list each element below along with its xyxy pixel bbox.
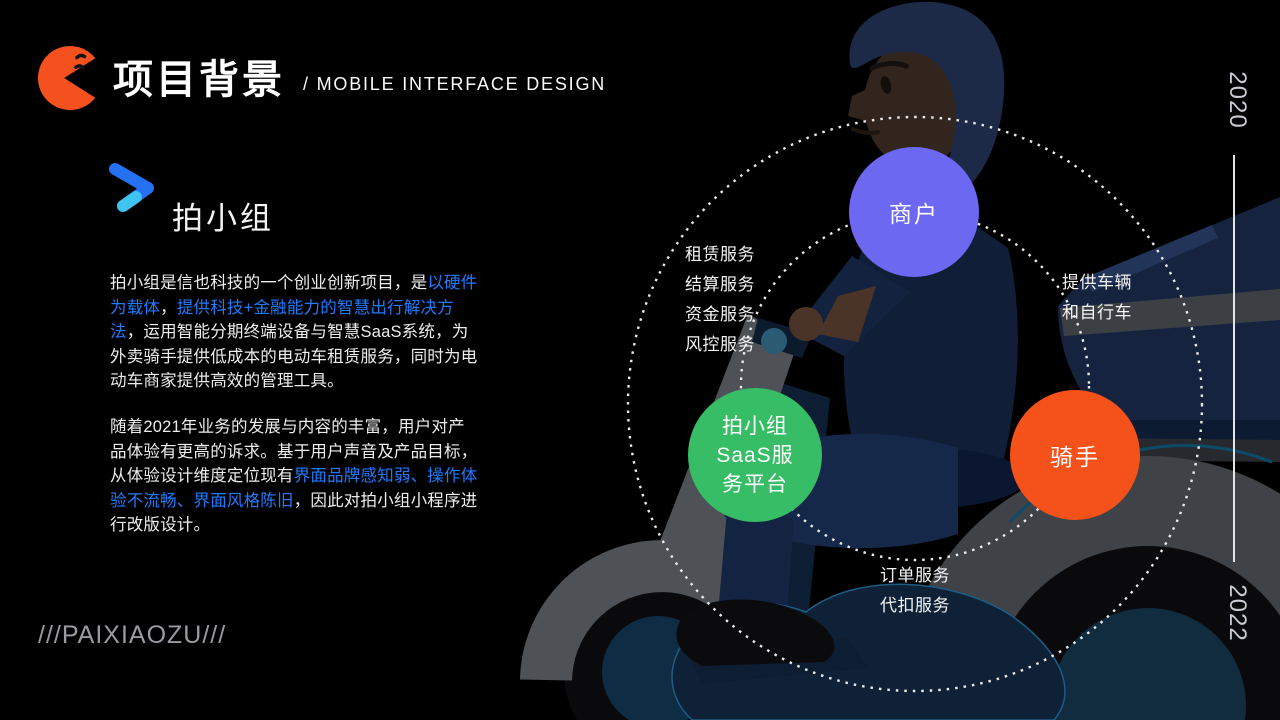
service-item: 提供车辆 (1062, 273, 1132, 292)
merchant-services-list: 租赁服务 结算服务 资金服务 风控服务 (685, 240, 755, 360)
text-segment-highlight: 界面品牌感知弱、操作体验不流畅、界面风格陈旧 (110, 467, 478, 510)
intro-paragraph: 拍小组是信也科技的一个创业创新项目，是以硬件为载体，提供科技+金融能力的智慧出行… (110, 271, 478, 394)
rider (718, 1, 1026, 630)
timeline-line (1233, 155, 1235, 562)
diagram-node-merchant: 商户 (849, 147, 979, 277)
service-item: 租赁服务 (685, 245, 755, 264)
node-label: 商户 (889, 201, 939, 227)
text-segment: ， (160, 298, 177, 317)
inner-dotted-ring (739, 210, 1091, 562)
service-item: 结算服务 (685, 275, 755, 294)
text-segment: 拍小组是信也科技的一个创业创新项目，是 (110, 274, 428, 292)
paixiaozu-logo-icon (107, 163, 154, 229)
node-label-line: SaaS服 (716, 443, 794, 467)
challenge-paragraph: 随着2021年业务的发展与内容的丰富，用户对产品体验有更高的诉求。基于用户声音及… (110, 415, 478, 538)
text-segment: 随着2021年业务的发展与内容的丰富，用户对产品体验有更高的诉求。基于用户声音及… (110, 418, 478, 486)
text-segment-highlight: 以硬件为载体 (110, 274, 478, 317)
watermark: ///PAIXIAOZU/// (38, 621, 227, 649)
service-item: 和自行车 (1062, 303, 1132, 322)
scooter-floorboard (671, 583, 1066, 720)
service-item: 风控服务 (685, 335, 755, 354)
order-services-list: 订单服务 代扣服务 (880, 561, 950, 621)
brand-name: 拍小组 (172, 201, 274, 236)
diagram-node-platform: 拍小组 SaaS服 务平台 (688, 388, 822, 522)
service-item: 代扣服务 (880, 596, 950, 615)
node-label-line: 拍小组 (722, 414, 788, 438)
service-item: 订单服务 (880, 566, 950, 585)
outer-dotted-ring (626, 115, 1204, 693)
node-label: 骑手 (1050, 444, 1100, 470)
service-item: 资金服务 (685, 305, 755, 324)
rider-services-list: 提供车辆 和自行车 (1062, 268, 1132, 328)
timeline-year-start: 2020 (1224, 71, 1251, 129)
diagram-node-rider: 骑手 (1010, 390, 1140, 520)
pacman-logo-icon (38, 45, 96, 111)
page-title: 项目背景 (113, 58, 285, 102)
timeline-year-end: 2022 (1224, 584, 1251, 642)
node-label-line: 务平台 (722, 472, 788, 496)
text-segment: ，因此对拍小组小程序进行改版设计。 (110, 491, 478, 535)
text-segment: ，运用智能分期终端设备与智慧SaaS系统，为外卖骑手提供低成本的电动车租赁服务，… (110, 323, 478, 391)
page-subtitle: / MOBILE INTERFACE DESIGN (303, 74, 607, 94)
delivery-box (1058, 197, 1280, 440)
text-segment-highlight: 提供科技+金融能力的智慧出行解决方法 (110, 298, 454, 342)
